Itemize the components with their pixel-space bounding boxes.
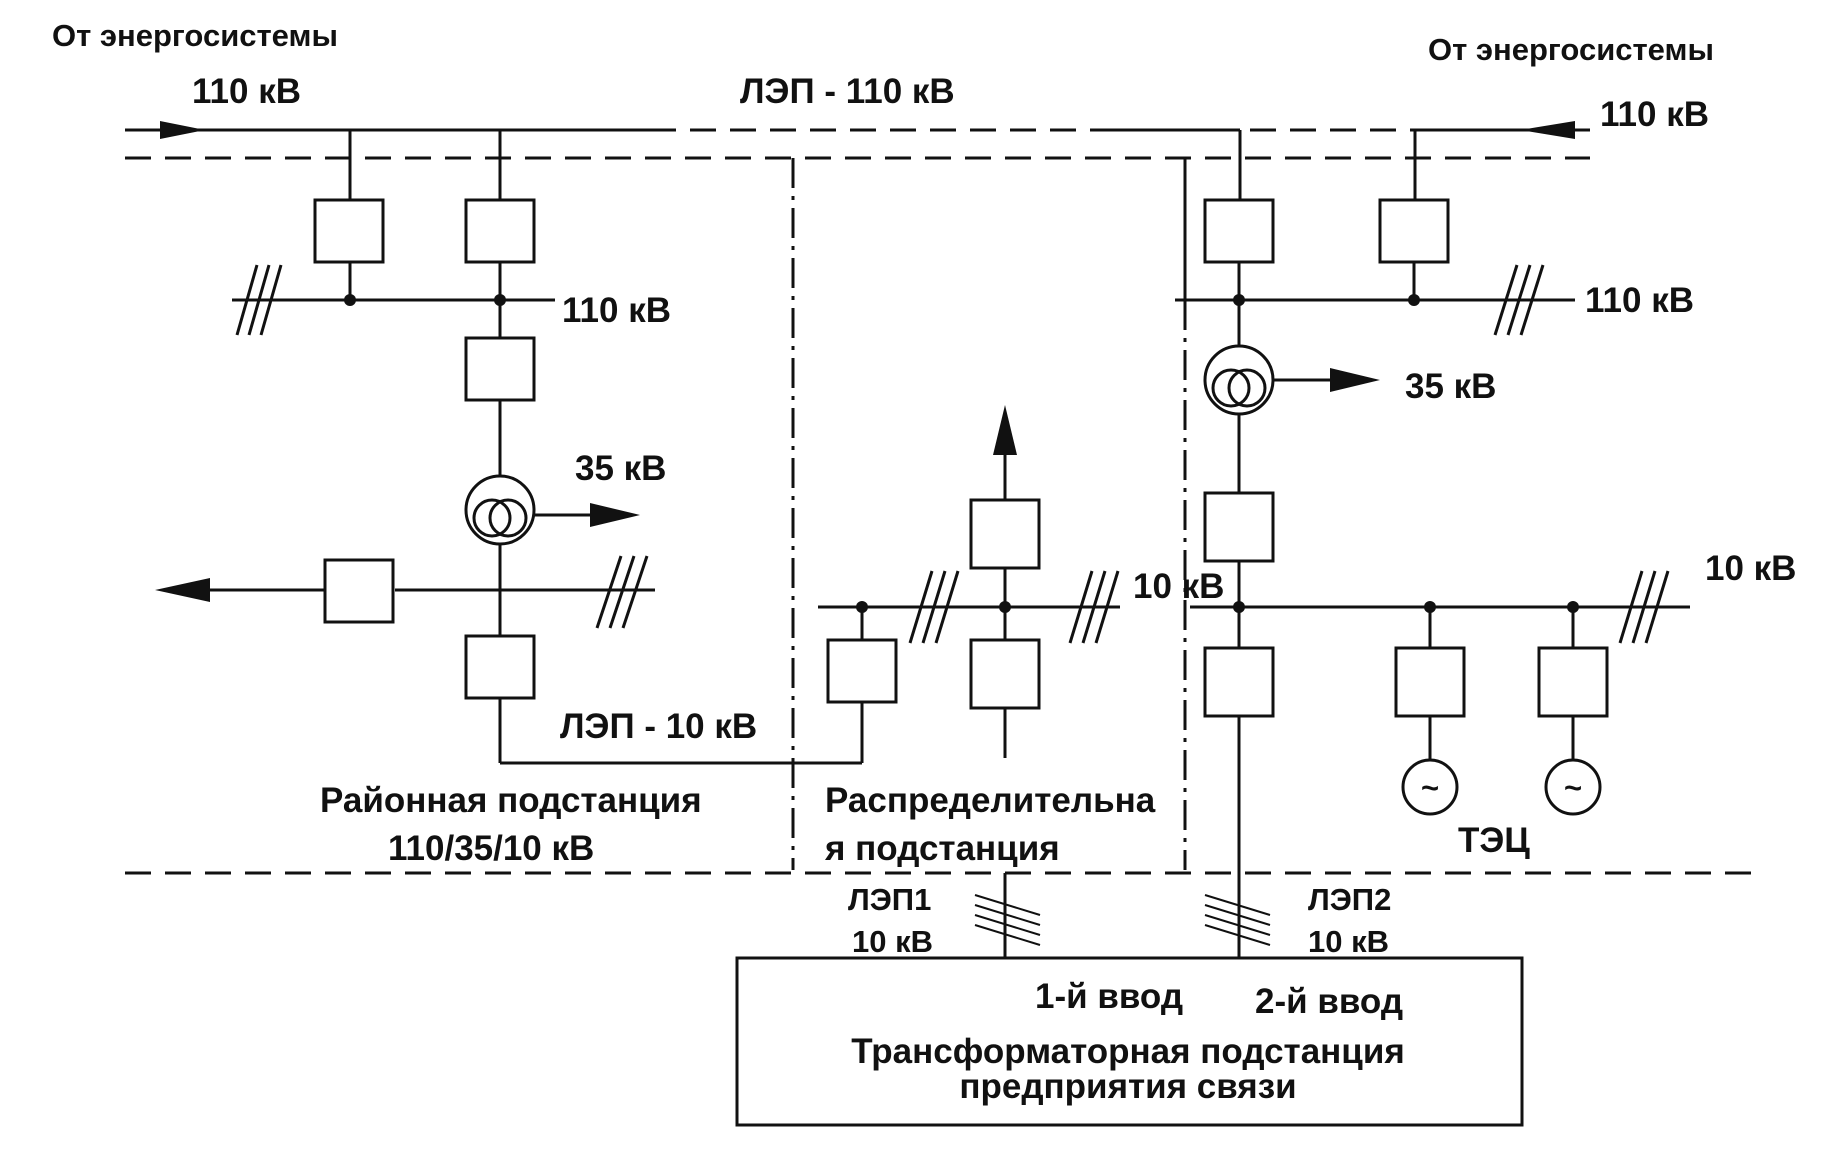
lep1-label-2: 10 кВ [852,924,933,959]
generator-icon: ~ [1401,758,1459,816]
bus-hatch-icon [595,555,649,629]
bus-hatch-icon [1068,570,1120,644]
breaker-box [1378,198,1450,264]
kv10-mid-label: 10 кВ [1133,567,1224,606]
lep-110-lines [125,128,1590,160]
arrow-left-icon [1520,121,1575,139]
breaker-box [1203,198,1275,264]
generator-icon: ~ [1544,758,1602,816]
bus-hatch-icon [235,264,283,336]
breaker-box [826,638,898,704]
left-grid-feed [160,121,352,200]
right-grid-feed [1413,121,1575,200]
kv110-in-right-label: 110 кВ [1600,95,1709,134]
line-hatch-icon [974,894,1041,946]
breaker-box [969,498,1041,570]
district-sub-label-1: Районная подстанция [320,781,702,820]
arrow-right-icon [590,503,640,527]
arrow-up-icon [993,405,1017,455]
svg-text:~: ~ [1421,770,1439,805]
lep-110-label: ЛЭП - 110 кВ [740,72,955,111]
transformer-icon [1203,344,1275,416]
lep2-label-2: 10 кВ [1308,924,1389,959]
svg-text:~: ~ [1564,770,1582,805]
arrow-right-icon [1330,368,1380,392]
lep2-label-1: ЛЭП2 [1308,882,1391,917]
distribution-substation [818,405,1120,1020]
bus-hatch-icon [1493,264,1545,336]
bus-hatch-icon [1618,570,1670,644]
breaker-box [464,198,536,264]
lep-10-label: ЛЭП - 10 кВ [560,707,757,746]
breaker-box [1203,646,1275,718]
breaker-box [313,198,385,264]
lep1-label-1: ЛЭП1 [848,882,931,917]
distribution-sub-label-2: я подстанция [824,829,1060,868]
kv110-in-left-label: 110 кВ [192,72,301,111]
breaker-box [1537,646,1609,718]
breaker-box [464,336,536,402]
arrow-left-icon [155,578,210,602]
breaker-box [969,638,1041,710]
bus-hatch-icon [908,570,960,644]
from-grid-left-label: От энергосистемы [52,18,338,53]
input1-label: 1-й ввод [1035,977,1183,1016]
chp-plant: ~ ~ [1190,130,1690,1020]
chp-label: ТЭЦ [1458,821,1530,860]
district-sub-label-2: 110/35/10 кВ [388,829,594,868]
from-grid-right-label: От энергосистемы [1428,32,1714,67]
arrow-right-icon [160,121,205,139]
breaker-box [1203,491,1275,563]
kv35-left-label: 35 кВ [575,449,666,488]
kv35-right-label: 35 кВ [1405,367,1496,406]
breaker-box [464,634,536,700]
breaker-box [323,558,395,624]
breaker-box [1394,646,1466,718]
distribution-sub-label-1: Распределительна [825,781,1156,820]
enterprise-substation-box [735,956,1524,1127]
kv10-right-label: 10 кВ [1705,549,1796,588]
transformer-icon [464,474,536,546]
line-hatch-icon [1204,894,1271,946]
district-substation [155,198,864,765]
enterprise-sub-label-1: Трансформаторная подстанция [851,1032,1405,1071]
kv110-bus-right-label: 110 кВ [1585,281,1694,320]
enterprise-sub-label-2: предприятия связи [959,1067,1296,1106]
input2-label: 2-й ввод [1255,982,1403,1021]
kv110-bus-left-label: 110 кВ [562,291,671,330]
